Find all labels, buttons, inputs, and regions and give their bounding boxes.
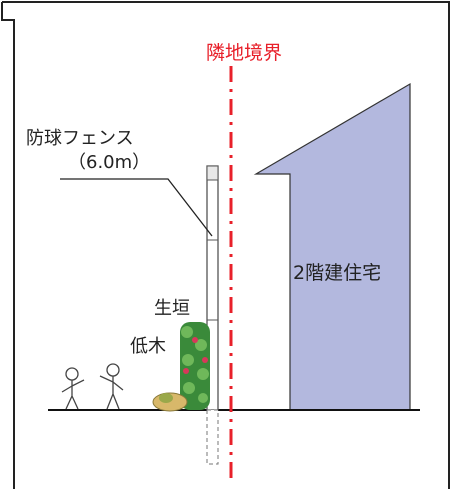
house-shape	[256, 84, 410, 410]
person-figure-right	[99, 363, 124, 410]
person-figure-left	[61, 367, 85, 410]
house-label: 2階建住宅	[293, 262, 382, 284]
fence-height-label: （6.0m）	[68, 152, 151, 173]
house-outline	[253, 82, 411, 410]
frame-tab	[1, 2, 15, 489]
hedge-label: 生垣	[154, 298, 190, 319]
fence-leader-line	[60, 178, 213, 237]
low-shrub	[152, 392, 188, 412]
hedge	[180, 322, 210, 410]
fence-label: 防球フェンス	[26, 128, 134, 149]
shrub-label: 低木	[130, 336, 166, 357]
fence-pole	[206, 165, 219, 465]
boundary-label: 隣地境界	[206, 42, 283, 64]
